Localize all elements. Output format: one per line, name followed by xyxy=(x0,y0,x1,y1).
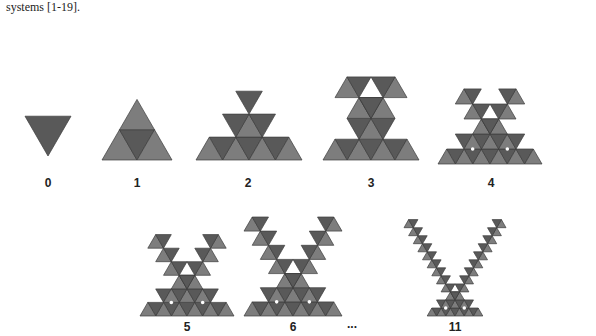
triangle-facet xyxy=(203,289,219,303)
triangle-facet xyxy=(269,288,285,302)
triangle-facet xyxy=(196,137,223,160)
triangle-facet xyxy=(437,268,446,276)
stage-number: 0 xyxy=(45,176,52,190)
stage-figure xyxy=(323,77,419,160)
triangle-facet xyxy=(140,302,156,316)
triangle-facet xyxy=(285,274,301,288)
stage-figure xyxy=(244,217,342,316)
triangle-facet xyxy=(359,98,383,119)
stage-figure xyxy=(102,99,172,160)
triangle-facet xyxy=(25,116,71,156)
triangle-facet xyxy=(413,228,422,236)
triangle-facet xyxy=(187,262,203,276)
stage-number: 4 xyxy=(488,176,495,190)
triangle-facet xyxy=(460,276,469,284)
triangle-facet xyxy=(432,260,441,268)
stage-number: 6 xyxy=(290,320,297,334)
triangle-facet xyxy=(269,245,285,259)
gap-dot xyxy=(444,306,448,310)
gap-dot xyxy=(462,306,466,310)
triangle-facet xyxy=(137,130,172,160)
triangle-facet xyxy=(474,308,483,316)
triangle-facet xyxy=(450,292,459,300)
stage-figure xyxy=(140,235,234,316)
triangle-facet xyxy=(507,134,524,149)
triangle-facet xyxy=(120,99,155,129)
triangle-facet xyxy=(464,89,481,104)
triangle-facet xyxy=(260,231,276,245)
triangle-facet xyxy=(347,118,371,139)
triangle-facet xyxy=(488,228,497,236)
stage-figure xyxy=(196,91,302,160)
triangle-facet xyxy=(301,245,317,259)
triangle-facet xyxy=(427,308,436,316)
gap-dot xyxy=(506,147,510,151)
stage-number: 3 xyxy=(368,176,375,190)
triangle-facet xyxy=(156,235,172,249)
triangle-facet xyxy=(164,289,180,303)
triangle-facet xyxy=(323,139,347,160)
triangle-facet xyxy=(481,119,498,134)
triangle-facet xyxy=(478,244,487,252)
triangle-facet xyxy=(236,91,262,114)
gap-dot xyxy=(170,301,174,305)
stage-number: 5 xyxy=(184,320,191,334)
gap-dot xyxy=(308,300,312,304)
triangle-facet xyxy=(438,149,455,164)
stage-figure xyxy=(438,89,542,164)
triangle-facet xyxy=(252,217,268,231)
triangle-facet xyxy=(492,220,501,228)
triangle-facet xyxy=(277,259,293,273)
triangle-facet xyxy=(244,302,260,316)
triangle-facet xyxy=(483,236,492,244)
triangle-facet xyxy=(179,275,195,289)
triangle-facet xyxy=(455,284,464,292)
triangle-facet xyxy=(464,268,473,276)
triangle-facet xyxy=(473,104,490,119)
triangle-facet xyxy=(423,244,432,252)
triangle-facet xyxy=(490,104,507,119)
gap-dot xyxy=(201,301,205,305)
stage-figure xyxy=(25,116,71,156)
triangle-facet xyxy=(371,118,395,139)
triangle-facet xyxy=(218,302,234,316)
triangle-facet xyxy=(203,235,219,249)
stage-number: ... xyxy=(347,317,357,331)
triangle-facet xyxy=(195,248,211,262)
triangle-facet xyxy=(418,236,427,244)
triangle-facet xyxy=(469,260,478,268)
stage-number: 2 xyxy=(245,176,252,190)
triangle-facet xyxy=(171,262,187,276)
triangle-facet xyxy=(525,149,542,164)
triangle-facet xyxy=(326,302,342,316)
triangle-facet xyxy=(164,248,180,262)
triangle-facet xyxy=(318,217,334,231)
triangle-facet xyxy=(464,300,473,308)
triangle-facet xyxy=(474,252,483,260)
triangle-facet xyxy=(347,77,371,98)
triangle-facet xyxy=(395,139,419,160)
triangle-facet xyxy=(446,284,455,292)
triangle-facet xyxy=(427,252,436,260)
triangle-facet xyxy=(293,259,309,273)
triangle-facet xyxy=(276,137,303,160)
triangle-facet xyxy=(309,288,325,302)
triangle-facet xyxy=(464,134,481,149)
triangle-facet xyxy=(371,77,395,98)
triangle-facet xyxy=(223,114,250,137)
stage-number: 1 xyxy=(134,176,141,190)
gap-dot xyxy=(275,300,279,304)
triangle-facet xyxy=(441,276,450,284)
caption-fragment: systems [1-19]. xyxy=(6,0,80,14)
stage-figure xyxy=(404,220,506,316)
gap-dot xyxy=(471,147,475,151)
triangle-facet xyxy=(249,114,276,137)
triangle-facet xyxy=(499,89,516,104)
stage-number: 11 xyxy=(449,320,462,334)
triangle-facet xyxy=(309,231,325,245)
triangle-facet xyxy=(409,220,418,228)
